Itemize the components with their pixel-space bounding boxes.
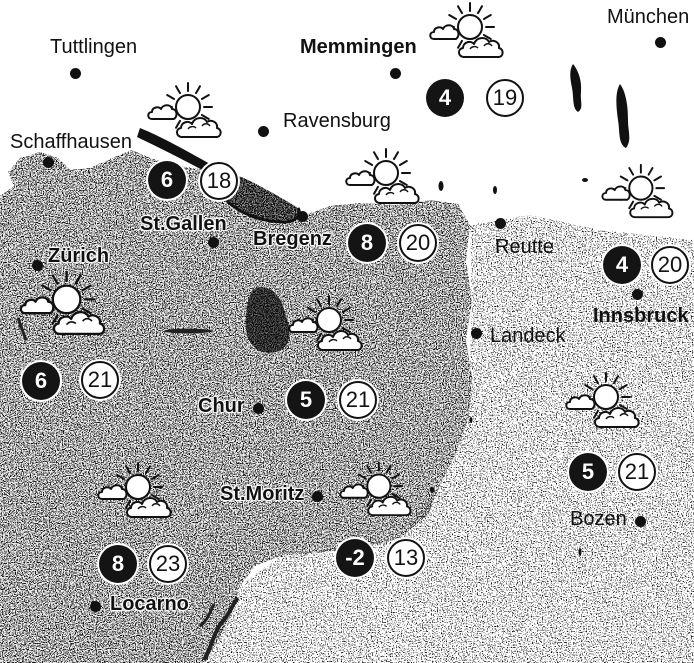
city-marker-st-gallen [208,237,219,248]
city-label-innsbruck: Innsbruck [593,305,689,327]
sun-behind-cloud-icon [97,462,172,518]
min-temperature-badge: 4 [603,246,641,284]
city-marker-muenchen [655,37,666,48]
max-temperature-badge: 21 [81,361,119,399]
city-marker-innsbruck [632,289,643,300]
max-temperature-badge: 19 [486,79,524,117]
city-marker-schaffhausen [43,157,54,168]
min-temperature-badge: 5 [287,381,325,419]
max-temperature-badge: 21 [618,453,656,491]
shaded-region [0,150,694,663]
city-label-schaffhausen: Schaffhausen [10,131,132,153]
city-label-chur: Chur [198,395,245,417]
city-marker-st-moritz [312,491,323,502]
city-label-st-moritz: St.Moritz [220,483,305,505]
city-marker-reutte [495,218,506,229]
sun-behind-cloud-icon [19,270,106,336]
city-marker-bregenz [297,211,308,222]
sun-behind-cloud-icon [565,372,640,428]
city-label-zuerich: Zürich [48,245,110,267]
lakes [16,64,630,661]
city-label-reutte: Reutte [495,236,554,258]
city-marker-bozen [635,516,646,527]
max-temperature-badge: 20 [399,224,437,262]
min-temperature-badge: 6 [148,161,186,199]
city-label-st-gallen: St.Gallen [140,213,227,235]
min-temperature-badge: 4 [426,79,464,117]
city-marker-chur [253,403,264,414]
min-temperature-badge: 6 [22,362,60,400]
city-label-locarno: Locarno [110,593,189,615]
city-label-landeck: Landeck [490,325,566,347]
max-temperature-badge: 23 [149,545,187,583]
city-marker-zuerich [32,260,43,271]
max-temperature-badge: 20 [651,246,689,284]
max-temperature-badge: 21 [339,381,377,419]
city-marker-landeck [471,328,482,339]
min-temperature-badge: -2 [336,539,374,577]
sun-behind-cloud-icon [147,82,222,138]
city-marker-locarno [90,601,101,612]
sun-behind-cloud-icon [339,461,412,517]
sun-behind-cloud-icon [288,295,363,351]
max-temperature-badge: 13 [387,539,425,577]
city-label-bozen: Bozen [570,508,627,530]
city-marker-memmingen [390,68,401,79]
min-temperature-badge: 5 [569,453,607,491]
city-marker-ravensburg [258,126,269,137]
sun-behind-cloud-icon [345,148,420,204]
city-label-memmingen: Memmingen [300,36,417,58]
sun-behind-cloud-icon [429,2,504,58]
min-temperature-badge: 8 [99,545,137,583]
city-label-tuttlingen: Tuttlingen [50,36,138,58]
city-marker-tuttlingen [70,68,81,79]
city-label-bregenz: Bregenz [253,228,332,250]
city-label-ravensburg: Ravensburg [283,110,391,132]
max-temperature-badge: 18 [200,162,238,200]
min-temperature-badge: 8 [348,224,386,262]
city-label-muenchen: München [607,6,690,28]
sun-behind-cloud-icon [601,163,674,219]
